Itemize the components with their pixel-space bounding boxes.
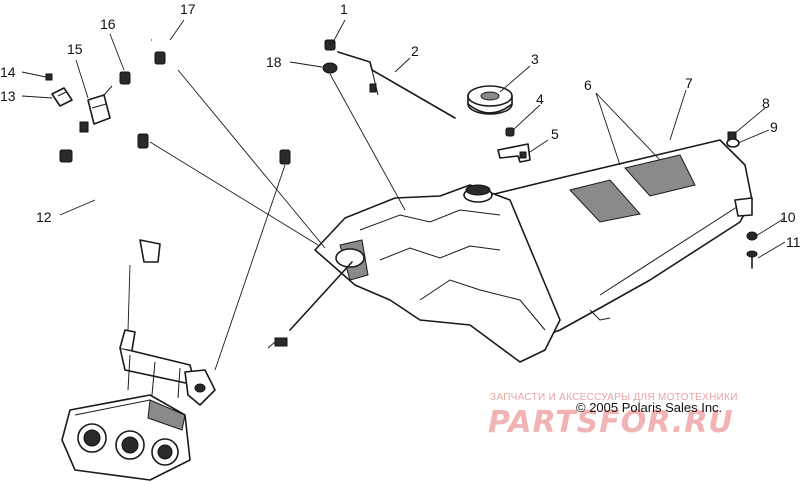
fuel-filter bbox=[79, 85, 113, 133]
callout-8: 8 bbox=[762, 95, 770, 111]
callout-5: 5 bbox=[551, 126, 559, 142]
copyright-notice: © 2005 Polaris Sales Inc. bbox=[576, 400, 722, 415]
callout-17: 17 bbox=[180, 1, 196, 17]
callout-13: 13 bbox=[0, 88, 16, 104]
fuel-rail bbox=[119, 329, 216, 406]
fuel-line-17 bbox=[151, 38, 291, 165]
bolt-11 bbox=[746, 250, 758, 269]
throttle-body-assembly bbox=[61, 394, 191, 481]
callout-10: 10 bbox=[780, 209, 796, 225]
fuel-hose-16 bbox=[119, 71, 149, 149]
callout-labels: 1 2 3 4 5 6 7 8 9 10 11 12 13 14 15 16 1… bbox=[0, 1, 800, 250]
fuel-tank bbox=[314, 139, 753, 363]
screw-4 bbox=[505, 127, 515, 137]
fuel-pump-flange bbox=[335, 248, 365, 268]
hose-clamp bbox=[51, 87, 73, 107]
callout-6: 6 bbox=[584, 77, 592, 93]
callout-15: 15 bbox=[67, 41, 83, 57]
callout-7: 7 bbox=[685, 75, 693, 91]
watermark-brand: PARTSFOR.RU bbox=[488, 405, 734, 440]
callout-14: 14 bbox=[0, 64, 16, 80]
fuel-line-12 bbox=[59, 149, 161, 263]
washer-9 bbox=[726, 138, 740, 148]
callout-9: 9 bbox=[770, 119, 778, 135]
fuel-cap bbox=[467, 85, 513, 115]
tank-pad-front bbox=[569, 179, 641, 223]
callout-16: 16 bbox=[100, 16, 116, 32]
callout-11: 11 bbox=[786, 234, 800, 250]
nut-14 bbox=[45, 73, 53, 81]
callout-3: 3 bbox=[531, 51, 539, 67]
washer-10 bbox=[746, 231, 758, 241]
bracket-clip bbox=[497, 143, 531, 163]
callout-4: 4 bbox=[536, 91, 544, 107]
tank-pad-rear bbox=[624, 154, 696, 197]
pump-wire-harness bbox=[267, 261, 353, 349]
leader-lines bbox=[21, 19, 786, 371]
vent-hose bbox=[337, 51, 456, 119]
grommet bbox=[322, 62, 338, 74]
callout-18: 18 bbox=[266, 54, 282, 70]
callout-1: 1 bbox=[340, 1, 348, 17]
callout-12: 12 bbox=[36, 209, 52, 225]
callout-2: 2 bbox=[411, 43, 419, 59]
watermark-subtitle: ЗАПЧАСТИ И АКСЕССУАРЫ ДЛЯ МОТОТЕХНИКИ bbox=[490, 392, 738, 403]
